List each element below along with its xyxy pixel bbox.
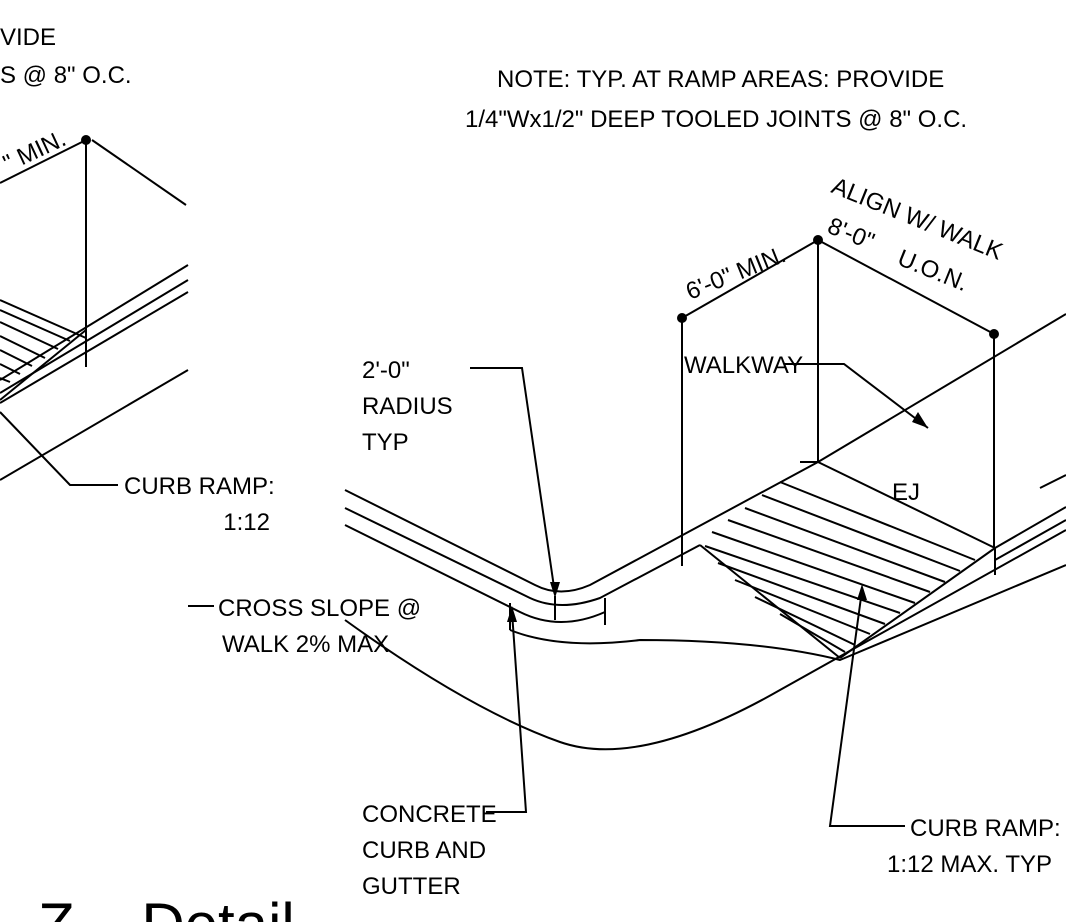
uon-label: U.O.N. xyxy=(894,245,972,298)
concrete-line1: CONCRETE xyxy=(362,801,497,828)
left-cross-slope-label: CROSS SLOPE @ xyxy=(218,595,421,622)
left-dim-min: " MIN. xyxy=(0,125,70,177)
dim-6ft-min: 6'-0" MIN. xyxy=(682,241,790,305)
expansion-joint-label: EJ xyxy=(892,479,920,506)
radius-typ: TYP xyxy=(362,429,409,456)
left-note-line2: S @ 8" O.C. xyxy=(0,62,132,89)
right-curb-ramp-slope: 1:12 MAX. TYP xyxy=(887,851,1052,878)
right-note-line1: NOTE: TYP. AT RAMP AREAS: PROVIDE xyxy=(497,66,944,93)
left-note-line1: VIDE xyxy=(0,24,56,51)
radius-value: 2'-0" xyxy=(362,357,410,384)
right-curb-ramp-label: CURB RAMP: xyxy=(910,815,1061,842)
radius-label: RADIUS xyxy=(362,393,453,420)
detail-title: Z Detail xyxy=(38,891,295,922)
walkway-label: WALKWAY xyxy=(684,352,803,379)
left-cross-slope-value: WALK 2% MAX xyxy=(222,631,389,658)
concrete-line3: GUTTER xyxy=(362,873,461,900)
dim-8ft: 8'-0" xyxy=(824,213,878,256)
left-curb-ramp-label: CURB RAMP: xyxy=(124,473,275,500)
left-detail xyxy=(0,135,189,486)
concrete-line2: CURB AND xyxy=(362,837,486,864)
right-detail-linework xyxy=(344,235,1066,827)
left-curb-ramp-slope: 1:12 xyxy=(223,509,270,536)
right-note-line2: 1/4"Wx1/2" DEEP TOOLED JOINTS @ 8" O.C. xyxy=(465,106,967,133)
